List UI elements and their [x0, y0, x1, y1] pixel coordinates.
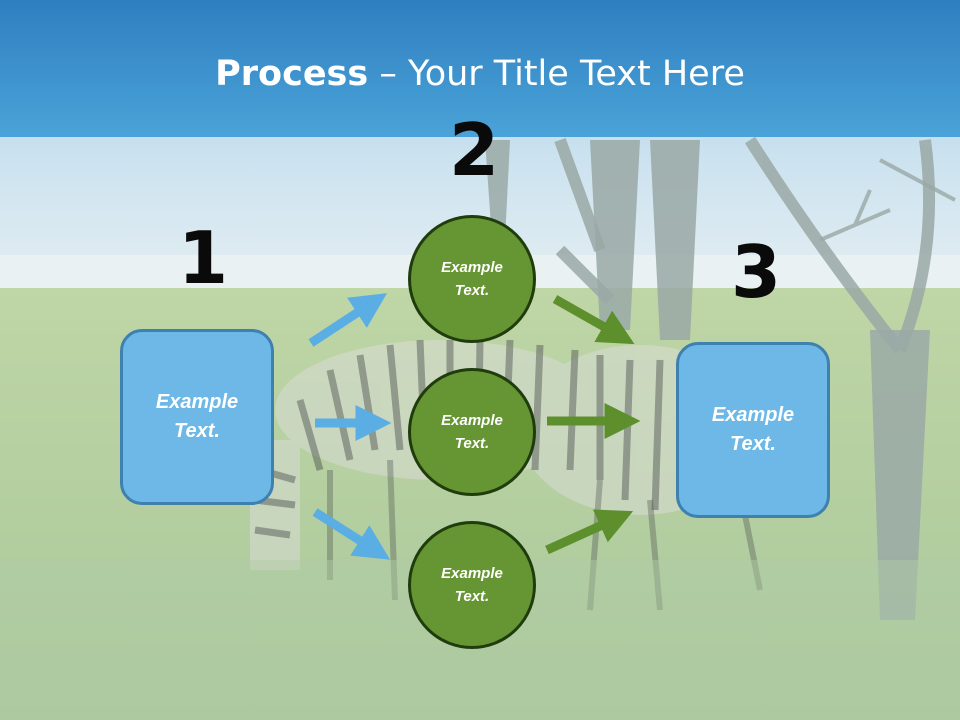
slide-title: Process – Your Title Text Here [215, 52, 745, 137]
arrow-top-circle-to-box [552, 295, 635, 345]
middle-circle-text: Example Text. [441, 412, 503, 452]
step-number-1: 1 [178, 216, 229, 300]
left-box-text: Example Text. [155, 391, 239, 442]
bottom-circle-text: Example Text. [441, 565, 503, 605]
arrow-bottom-circle-to-box [545, 509, 634, 555]
slide-title-rest: – Your Title Text Here [368, 54, 745, 94]
arrow-box-to-top-circle [308, 293, 388, 347]
title-bar: Process – Your Title Text Here [0, 0, 960, 137]
top-circle: Example Text. [408, 215, 536, 343]
step-number-2: 2 [449, 108, 500, 192]
right-process-box: Example Text. [676, 342, 830, 518]
slide-title-bold: Process [215, 54, 369, 94]
top-circle-text: Example Text. [441, 259, 503, 299]
arrow-box-to-bottom-circle [312, 508, 391, 560]
step-number-3: 3 [731, 230, 782, 314]
bottom-circle: Example Text. [408, 521, 536, 649]
left-process-box: Example Text. [120, 329, 274, 505]
middle-circle: Example Text. [408, 368, 536, 496]
right-box-text: Example Text. [711, 404, 795, 455]
